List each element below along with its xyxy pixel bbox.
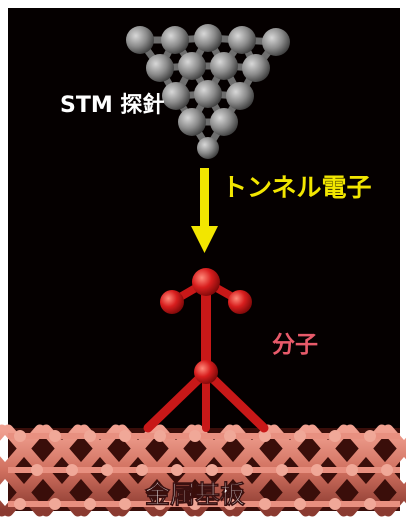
probe-label: STM 探針 [60,92,164,118]
substrate-atom [84,430,96,442]
substrate-atom [14,430,26,442]
substrate-atom [171,464,183,476]
molecule-label: 分子 [272,332,318,358]
probe-atom [178,108,206,136]
substrate-atom [66,464,78,476]
molecule-atom [160,290,184,314]
substrate-atom [14,498,26,510]
substrate-atom [381,464,393,476]
probe-atom [146,54,174,82]
probe-atom [210,52,238,80]
substrate-atom [364,430,376,442]
substrate-atom [346,464,358,476]
substrate-atom [119,498,131,510]
probe-atom [226,82,254,110]
substrate-atom [84,498,96,510]
substrate-atom [294,430,306,442]
substrate-atom [329,498,341,510]
molecule-atom [194,360,218,384]
arrow-shaft [200,168,209,230]
substrate-atom [49,430,61,442]
substrate-atom [101,464,113,476]
probe-atom [126,26,154,54]
substrate-atom [154,430,166,442]
substrate-atom [294,498,306,510]
molecule-atom [192,268,220,296]
probe-atom [162,82,190,110]
probe-atom [161,26,189,54]
substrate-atom [189,430,201,442]
tunnel-label: トンネル電子 [222,173,372,202]
substrate-atom [31,464,43,476]
probe-atom [178,52,206,80]
molecule-atom [228,290,252,314]
probe-atom [197,137,219,159]
substrate-atom [329,430,341,442]
probe-atom [228,26,256,54]
probe-atom [194,80,222,108]
substrate-atom [311,464,323,476]
substrate-atom [364,498,376,510]
probe-atom [242,54,270,82]
probe-atom [210,108,238,136]
substrate-atom [206,464,218,476]
substrate-atom [241,464,253,476]
substrate-atom [276,464,288,476]
substrate-atom [49,498,61,510]
substrate-atom [259,498,271,510]
substrate-atom [224,430,236,442]
probe-atom [194,24,222,52]
substrate-atom [119,430,131,442]
probe-atom [262,28,290,56]
substrate-atom [136,464,148,476]
substrate-label: 金属基板 [144,480,245,509]
